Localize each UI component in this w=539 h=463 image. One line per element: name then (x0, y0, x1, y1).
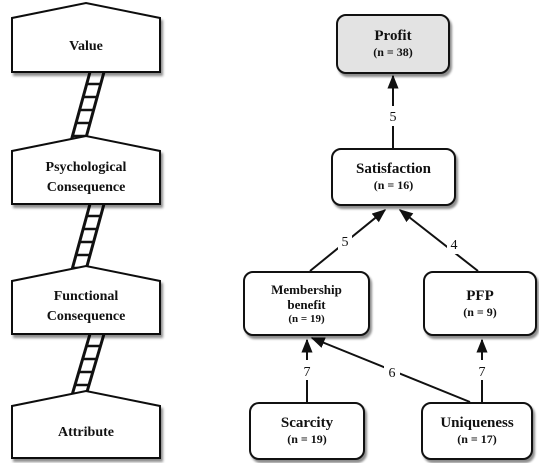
house-label-functional: Functional (54, 289, 119, 304)
node-pfp: PFP (n = 9) (423, 271, 537, 336)
house-value: Value (11, 1, 161, 73)
node-uniqueness-title: Uniqueness (440, 415, 514, 431)
node-satisfaction: Satisfaction (n = 16) (331, 148, 456, 206)
node-pfp-count: (n = 9) (463, 304, 497, 319)
edge-label-scarcity-membership: 7 (304, 365, 311, 380)
edge-labels: 5 5 4 7 6 7 (299, 106, 490, 382)
node-membership-benefit: Membership benefit (n = 19) (243, 271, 370, 336)
node-scarcity-count: (n = 19) (287, 432, 327, 446)
node-uniqueness: Uniqueness (n = 17) (421, 402, 533, 460)
node-profit-count: (n = 38) (373, 45, 413, 59)
node-scarcity-title: Scarcity (280, 415, 334, 431)
edge-pfp-satisfaction (398, 209, 479, 272)
house-label-attribute: Attribute (58, 425, 114, 440)
node-uniqueness-count: (n = 17) (457, 432, 497, 446)
house-label-consequence-1: Consequence (47, 180, 126, 195)
ladder-segment-1 (68, 71, 106, 146)
house-label-value: Value (69, 39, 103, 54)
node-membership-count: (n = 19) (288, 312, 325, 325)
node-profit: Profit (n = 38) (336, 14, 450, 74)
node-pfp-title: PFP (466, 287, 494, 304)
edge-label-uniqueness-membership: 6 (389, 366, 396, 381)
house-functional-consequence: Functional Consequence (11, 264, 161, 335)
house-psychological-consequence: Psychological Consequence (11, 134, 161, 205)
edge-label-uniqueness-pfp: 7 (479, 365, 486, 380)
node-profit-title: Profit (374, 28, 412, 44)
node-membership-title-line1: Membership (271, 281, 342, 297)
node-satisfaction-title: Satisfaction (356, 161, 431, 177)
house-attribute: Attribute (11, 389, 161, 459)
house-label-consequence-2: Consequence (47, 309, 126, 324)
node-scarcity: Scarcity (n = 19) (249, 402, 365, 460)
house-label-psychological: Psychological (46, 160, 127, 175)
edge-label-satisfaction-profit: 5 (390, 110, 397, 125)
edge-label-membership-satisfaction: 5 (342, 235, 349, 250)
edge-label-pfp-satisfaction: 4 (451, 238, 458, 253)
node-satisfaction-count: (n = 16) (373, 178, 414, 192)
node-membership-title-line2: benefit (287, 296, 326, 312)
ladder-segment-2 (68, 203, 106, 278)
